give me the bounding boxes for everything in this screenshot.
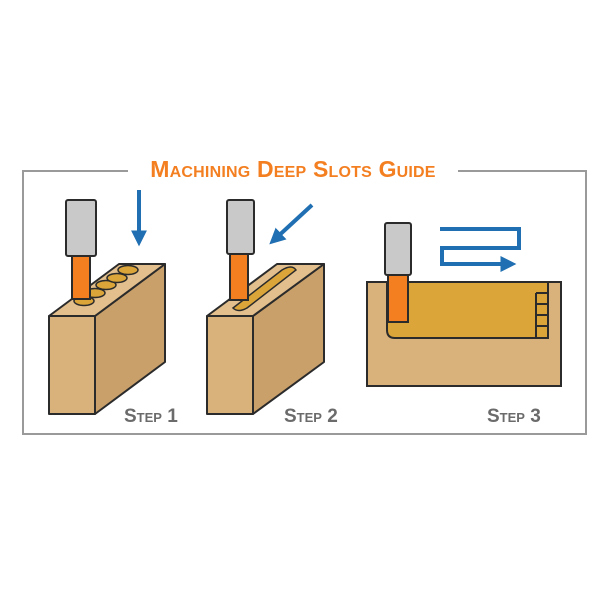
step3-pass-marks <box>535 292 548 338</box>
step3-label: Step 3 <box>487 406 541 427</box>
step1-router-bit <box>65 199 97 300</box>
step1-label: Step 1 <box>124 406 178 427</box>
step3-slot-profile <box>386 281 549 339</box>
step2-router-bit <box>226 199 255 301</box>
step3-illustration <box>366 222 562 387</box>
step3-router-bit <box>384 222 412 323</box>
guide-title: Machining Deep Slots Guide <box>128 152 458 186</box>
step2-arrow-icon <box>269 203 314 245</box>
step3-path-arrow-icon <box>440 227 521 272</box>
step2-label: Step 2 <box>284 406 338 427</box>
step1-illustration <box>48 190 166 415</box>
step2-illustration <box>206 199 325 415</box>
